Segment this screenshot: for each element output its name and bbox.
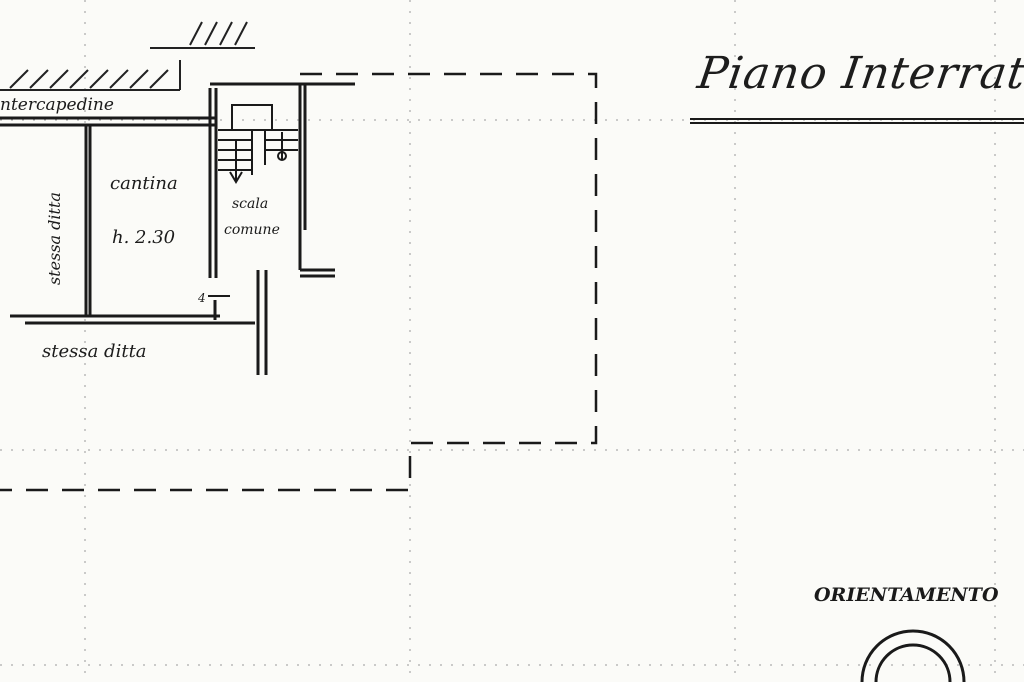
orientation-compass-icon (860, 629, 966, 682)
staircase (218, 104, 298, 184)
walls (0, 82, 355, 375)
property-outline (0, 72, 598, 492)
title-underline (690, 118, 1024, 124)
level-mark-label: 4 (197, 291, 206, 305)
label-height: h. 2.30 (112, 227, 175, 248)
label-stessa-ditta-bottom: stessa ditta (42, 341, 147, 362)
label-scala: scala (232, 196, 268, 212)
label-intercapedine: ntercapedine (0, 95, 114, 115)
label-stessa-ditta-vertical: stessa ditta (45, 192, 64, 285)
page-title: Piano Interrato (694, 48, 1024, 99)
label-comune: comune (224, 222, 280, 238)
hatch-band (0, 21, 255, 91)
label-cantina: cantina (110, 173, 178, 194)
orientation-label: ORIENTAMENTO (814, 584, 999, 606)
